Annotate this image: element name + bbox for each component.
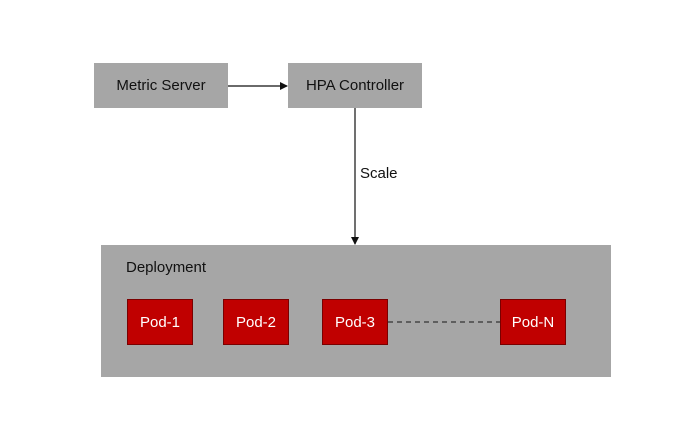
hpa-controller-node: HPA Controller (288, 63, 422, 108)
pod-node: Pod-2 (223, 299, 289, 345)
metric-server-node: Metric Server (94, 63, 228, 108)
pod-label: Pod-3 (334, 313, 376, 331)
pod-node: Pod-1 (127, 299, 193, 345)
pod-node: Pod-N (500, 299, 566, 345)
scale-edge-label: Scale (360, 165, 398, 182)
hpa-controller-label: HPA Controller (305, 77, 405, 94)
metric-server-label: Metric Server (116, 77, 206, 94)
pod-label: Pod-N (511, 313, 555, 331)
pod-label: Pod-1 (139, 313, 181, 331)
pod-node: Pod-3 (322, 299, 388, 345)
deployment-label: Deployment (126, 259, 207, 276)
pod-label: Pod-2 (235, 313, 277, 331)
